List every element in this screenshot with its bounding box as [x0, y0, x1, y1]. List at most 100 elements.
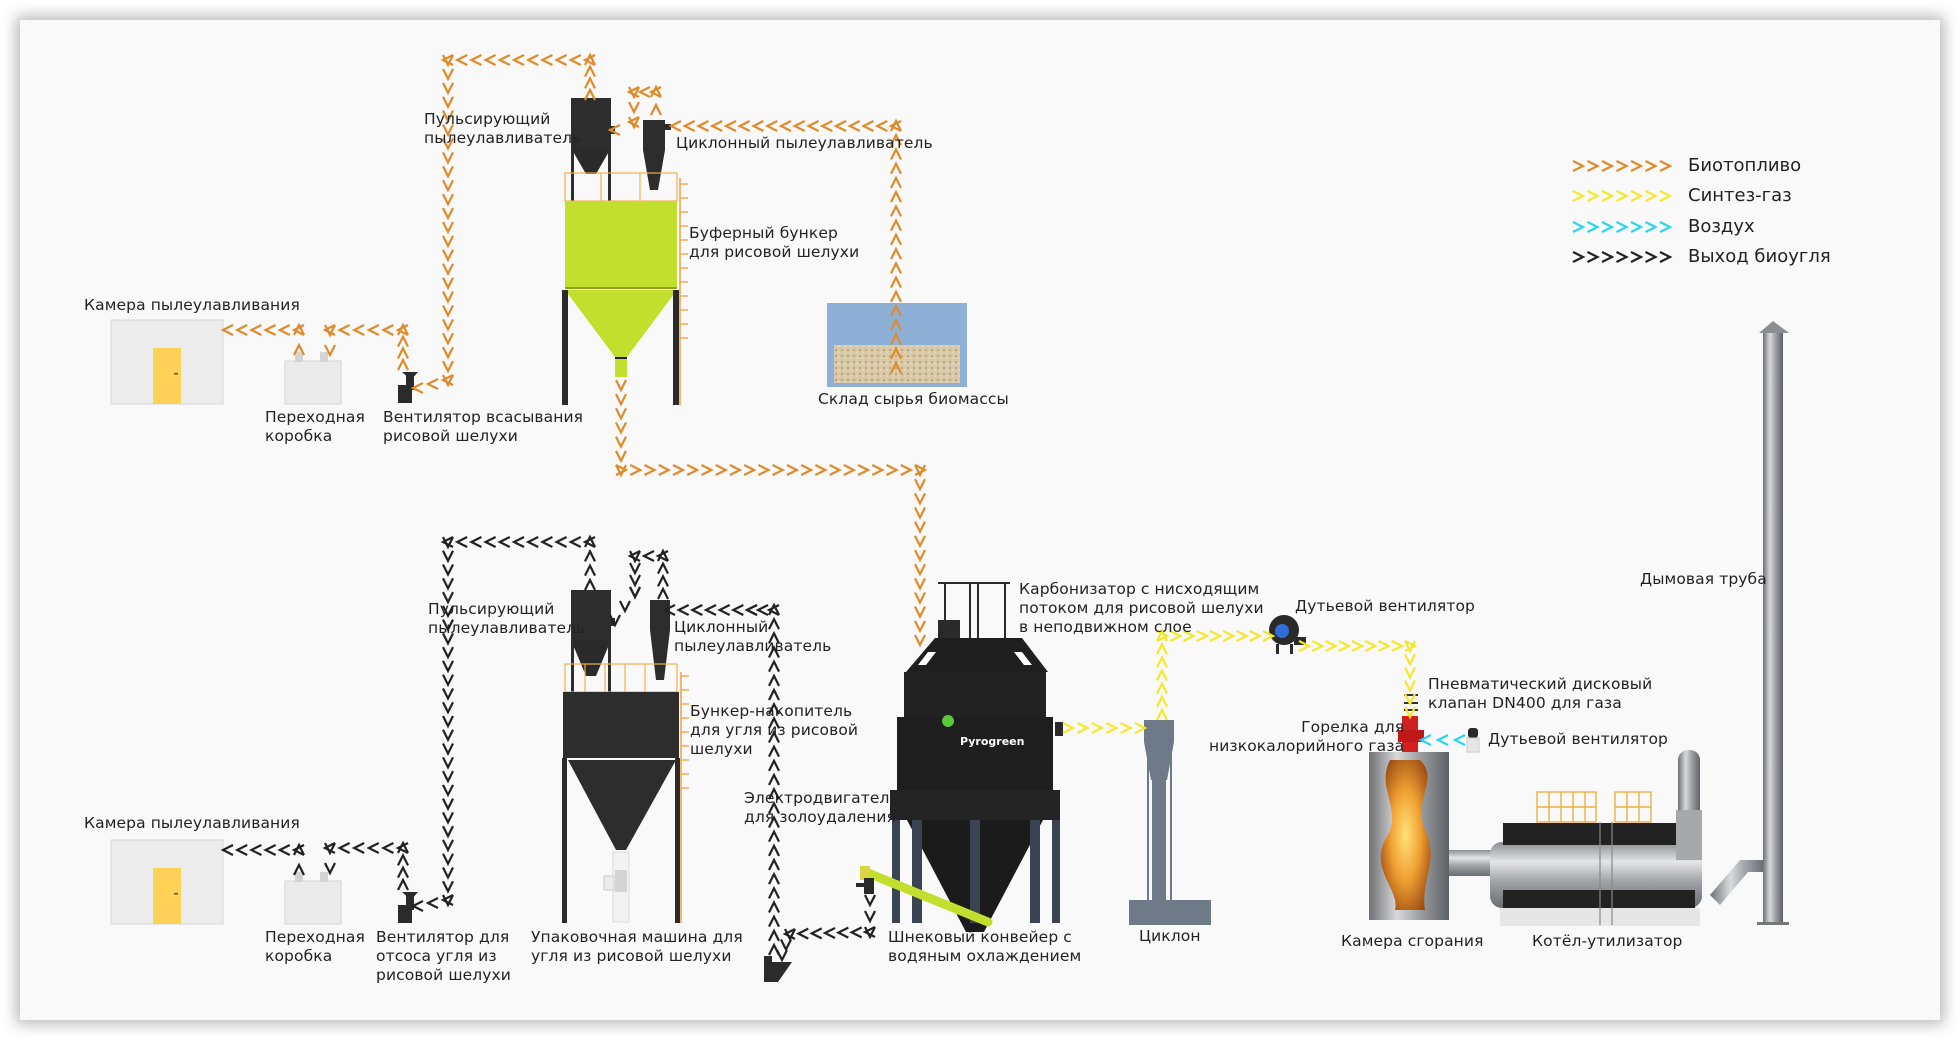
biochar-flow-arrow [784, 928, 796, 942]
biochar-flow-arrow [442, 756, 454, 770]
biofuel-flow-arrow [442, 124, 454, 138]
biochar-flow-arrow [324, 842, 336, 856]
biofuel-flow-arrow [629, 464, 643, 476]
biochar-flow-arrow [337, 842, 351, 854]
biofuel-flow-arrow [814, 464, 828, 476]
biochar-flow-arrow [442, 577, 454, 591]
label-suction-fan-top: Вентилятор всасывания рисовой шелухи [383, 408, 584, 445]
syngas-flow-arrow [1404, 666, 1416, 680]
biofuel-flow-arrow [511, 54, 525, 66]
biomass-storage [827, 303, 967, 387]
biofuel-flow-arrow [442, 291, 454, 304]
biofuel-flow-arrow [337, 324, 351, 336]
biofuel-flow-arrow [668, 120, 682, 132]
biofuel-flow-arrow [658, 464, 672, 476]
legend-item-biochar: Выход биоугля [1570, 246, 1831, 267]
biofuel-flow-arrow [890, 289, 902, 303]
biofuel-flow-arrow [410, 382, 424, 394]
biochar-flow-arrow [689, 604, 703, 616]
legend-item-biofuel: Биотопливо [1570, 155, 1801, 176]
label-screw-conveyor: Шнековый конвейер с водяным охлаждением [888, 928, 1082, 965]
biochar-flow-arrow [442, 880, 454, 894]
biofuel-flow-arrow [568, 54, 582, 66]
legend-chevron [1645, 159, 1658, 172]
label-dust-chamber-top: Камера пылеулавливания [84, 296, 300, 314]
syngas-flow-arrow [1156, 630, 1170, 642]
biofuel-flow-arrow [483, 54, 497, 66]
biofuel-flow-arrow [615, 436, 627, 450]
biochar-flow-arrow [397, 865, 409, 879]
legend-item-air: Воздух [1570, 216, 1755, 237]
carbonizer [890, 582, 1063, 932]
biochar-flow-arrow [768, 829, 780, 843]
biofuel-flow-arrow [843, 464, 857, 476]
biofuel-flow-arrow [454, 54, 468, 66]
biochar-flow-arrow [629, 550, 641, 564]
biofuel-flow-arrow [650, 102, 662, 116]
biofuel-flow-arrow [442, 165, 454, 179]
biochar-flow-arrow [730, 604, 744, 616]
biochar-flow-arrow [539, 536, 553, 548]
biofuel-flow-arrow [715, 464, 729, 476]
biofuel-flow-arrow [914, 620, 926, 634]
biofuel-flow-arrow [737, 120, 751, 132]
label-transition-box-top: Переходная коробка [265, 408, 365, 445]
syngas-flow-arrow [1404, 693, 1416, 707]
label-ash-motor: Электродвигатель для золоудаления [744, 789, 899, 826]
biofuel-flow-arrow [442, 151, 454, 165]
legend-item-syngas: Синтез-газ [1570, 185, 1792, 206]
biochar-flow-arrow [442, 605, 454, 619]
biofuel-flow-arrow [468, 54, 482, 66]
biofuel-flow-arrow [442, 207, 454, 221]
biofuel-flow-arrow [890, 346, 902, 360]
biofuel-flow-arrow [291, 324, 305, 336]
legend-chevron [1630, 159, 1644, 172]
biochar-flow-arrow [862, 926, 876, 938]
biochar-flow-arrow [380, 842, 394, 854]
biochar-flow-arrow [442, 743, 454, 756]
legend-chevron [1587, 159, 1600, 172]
biofuel-flow-arrow [900, 464, 914, 476]
biofuel-flow-arrow [800, 464, 814, 476]
biofuel-flow-arrow [686, 464, 700, 476]
biofuel-flow-arrow [442, 179, 454, 193]
biochar-flow-arrow [442, 839, 454, 853]
biofuel-flow-arrow [615, 450, 627, 464]
biofuel-flow-arrow [914, 606, 926, 620]
blower-top [1269, 615, 1306, 654]
biofuel-flow-arrow [819, 120, 833, 132]
biochar-flow-arrow [397, 877, 409, 891]
brand-logo-text: Pyrogreen [960, 735, 1024, 748]
biofuel-flow-arrow [442, 277, 454, 291]
biochar-flow-arrow [768, 843, 780, 857]
biochar-flow-arrow [768, 914, 780, 928]
biochar-flow-arrow [454, 536, 468, 548]
biochar-flow-arrow [442, 784, 454, 798]
chimney [1757, 321, 1789, 925]
biofuel-flow-arrow [442, 54, 454, 68]
biochar-flow-arrow [768, 758, 780, 772]
syngas-flow-arrow [1156, 654, 1168, 668]
biofuel-flow-arrow [829, 464, 843, 476]
air-flow-arrow [1418, 734, 1432, 746]
biochar-flow-arrow [511, 536, 525, 548]
biochar-flow-arrow [619, 600, 631, 614]
chevron-right-icon [1572, 189, 1673, 202]
biofuel-flow-arrow [584, 87, 596, 101]
label-chimney: Дымовая труба [1640, 570, 1767, 588]
biochar-flow-arrow [662, 604, 676, 616]
biofuel-flow-arrow [395, 324, 409, 336]
biofuel-flow-arrow [442, 263, 454, 277]
biochar-flow-arrow [717, 604, 731, 616]
syngas-flow-arrow [1076, 722, 1090, 734]
biochar-flow-arrow [864, 894, 876, 908]
biochar-flow-arrow [525, 536, 539, 548]
legend-chevron [1616, 220, 1629, 233]
legend-chevron [1587, 220, 1600, 233]
biofuel-flow-arrow [293, 342, 305, 356]
label-blower-bottom: Дутьевой вентилятор [1488, 730, 1668, 748]
biochar-flow-arrow [864, 910, 876, 924]
biofuel-flow-arrow [554, 54, 568, 66]
biochar-flow-arrow [442, 632, 454, 646]
